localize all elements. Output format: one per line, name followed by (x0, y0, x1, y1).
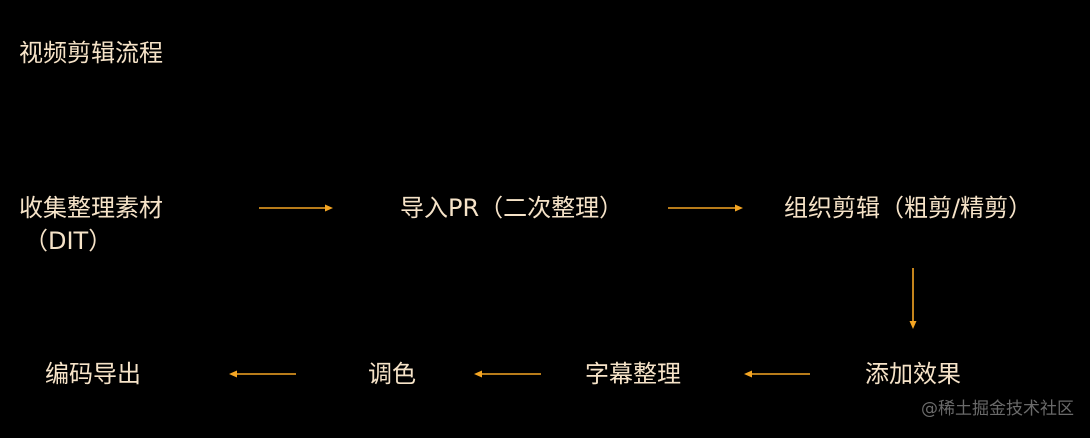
arrow-effects-to-subtitles (744, 370, 810, 378)
step-encode-export: 编码导出 (45, 360, 141, 388)
diagram-title: 视频剪辑流程 (19, 39, 163, 67)
step-organize-edit: 组织剪辑（粗剪/精剪） (784, 194, 1033, 222)
step-collect-materials: 收集整理素材 (19, 194, 163, 222)
step-import-pr: 导入PR（二次整理） (400, 194, 624, 222)
arrow-organize-to-effects (909, 268, 917, 329)
step-color-grading: 调色 (368, 360, 416, 388)
arrow-subtitles-to-grading (474, 370, 541, 378)
step-subtitles: 字幕整理 (585, 360, 681, 388)
arrow-grading-to-export (229, 370, 296, 378)
step-collect-materials-note: （DIT） (24, 227, 113, 255)
arrow-collect-to-import (259, 204, 333, 212)
arrow-import-to-organize (668, 204, 743, 212)
step-add-effects: 添加效果 (865, 360, 961, 388)
watermark: @稀土掘金技术社区 (921, 399, 1074, 419)
